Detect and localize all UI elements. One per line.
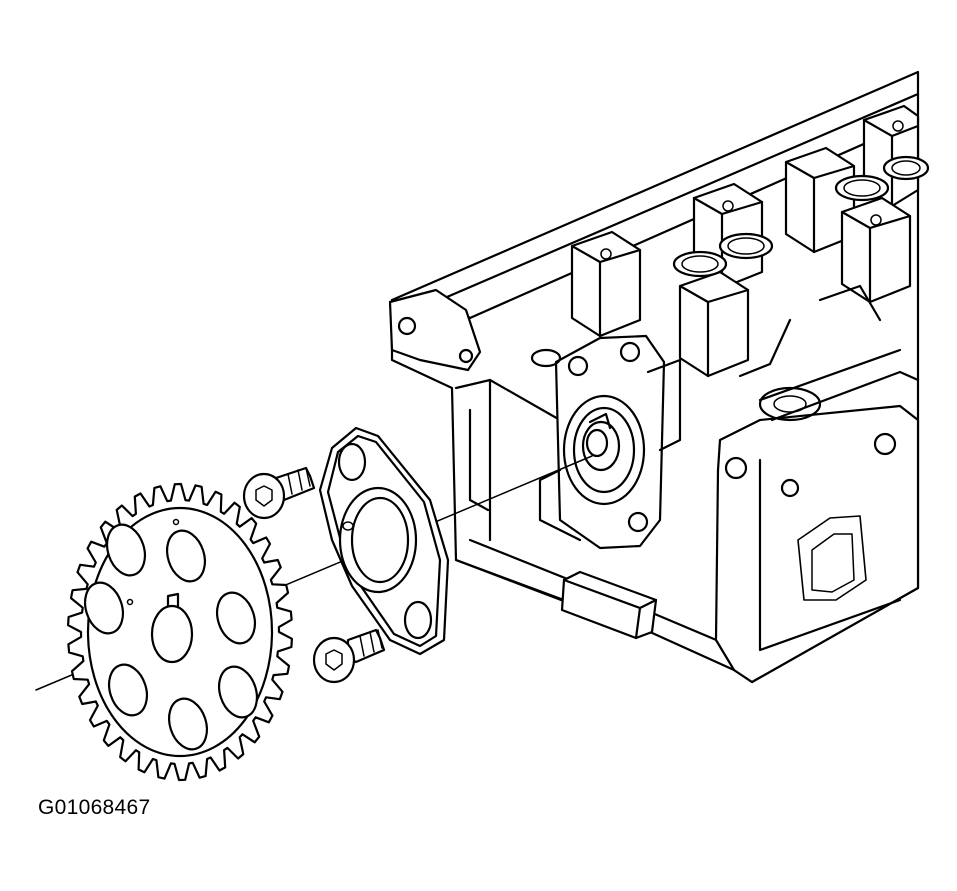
valve-seats (672, 155, 930, 278)
seal-plate-gasket (318, 426, 450, 656)
sprocket-hub (150, 604, 194, 664)
upper-torx-bolt (242, 466, 316, 520)
lower-torx-bolt (312, 628, 386, 684)
cam-seal-housing (554, 334, 666, 550)
figure-id-label: G01068467 (38, 796, 151, 819)
camshaft-sprocket (67, 482, 293, 782)
port-flange (714, 348, 920, 684)
cylinder-head (388, 70, 930, 684)
sprocket-lightening-holes (83, 523, 259, 751)
